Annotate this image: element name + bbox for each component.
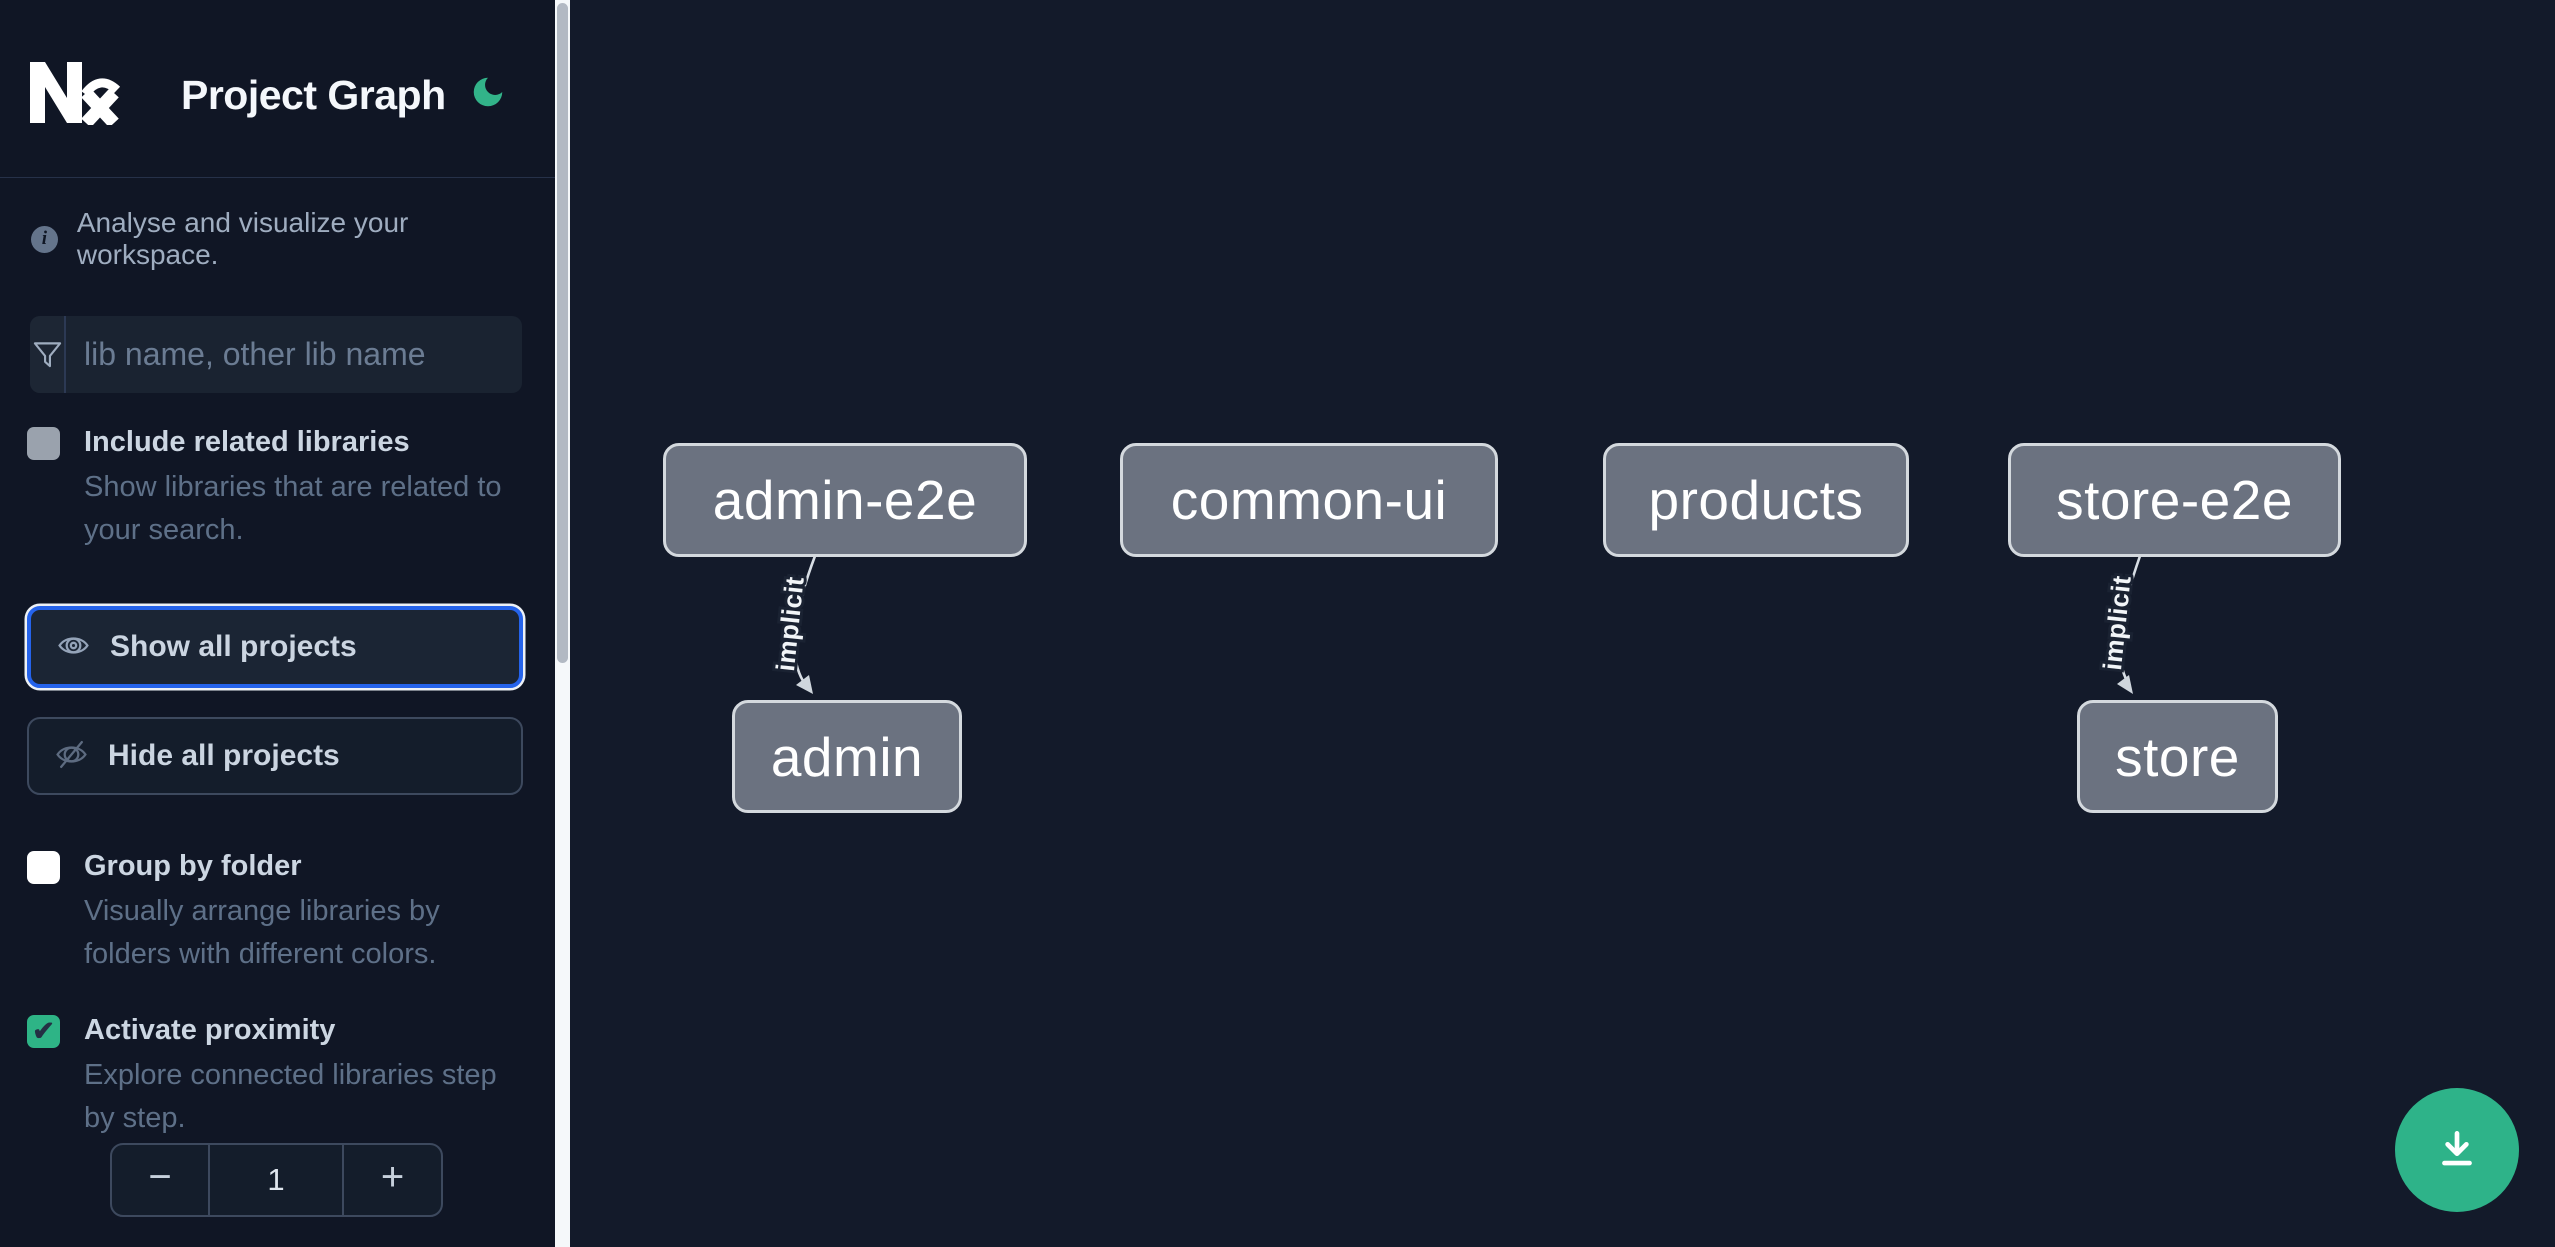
proximity-depth-value: 1	[208, 1145, 344, 1215]
sidebar: Project Graph i Analyse and visualize yo…	[0, 0, 555, 1247]
show-all-projects-button[interactable]: Show all projects	[27, 606, 523, 688]
hide-all-projects-button[interactable]: Hide all projects	[27, 717, 523, 795]
proximity-increment-button[interactable]: +	[344, 1145, 441, 1215]
activate-proximity-toggle: ✔ Activate proximity Explore connected l…	[27, 1012, 529, 1140]
graph-node-store[interactable]: store	[2077, 700, 2278, 813]
proximity-decrement-button[interactable]: −	[112, 1145, 208, 1215]
sidebar-scrollbar-thumb[interactable]	[557, 3, 568, 663]
theme-toggle-moon-icon[interactable]	[468, 72, 508, 114]
tagline-text: Analyse and visualize your workspace.	[76, 207, 409, 270]
include-related-description: Show libraries that are related to your …	[84, 471, 502, 546]
sidebar-header: Project Graph	[0, 0, 555, 178]
activate-proximity-description: Explore connected libraries step by step…	[84, 1059, 497, 1134]
edge-label: implicit	[770, 575, 810, 673]
group-by-folder-description: Visually arrange libraries by folders wi…	[84, 895, 440, 970]
graph-node-common-ui[interactable]: common-ui	[1120, 443, 1498, 557]
info-icon: i	[31, 225, 58, 253]
graph-edges: implicit implicit	[767, 555, 2142, 694]
graph-node-store-e2e[interactable]: store-e2e	[2008, 443, 2341, 557]
edge-store-e2e-to-store: implicit	[2094, 555, 2142, 694]
include-related-label: Include related libraries	[84, 426, 410, 458]
page-title: Project Graph	[181, 72, 446, 118]
include-related-toggle: Include related libraries Show libraries…	[27, 424, 524, 552]
group-by-folder-label: Group by folder	[84, 850, 302, 882]
filter-input[interactable]	[66, 316, 522, 393]
hide-all-projects-label: Hide all projects	[108, 739, 340, 772]
group-by-folder-checkbox[interactable]	[27, 851, 60, 884]
show-all-projects-label: Show all projects	[110, 630, 357, 663]
include-related-checkbox[interactable]	[27, 427, 60, 460]
filter-searchbox	[30, 316, 522, 393]
eye-off-icon	[55, 738, 88, 774]
eye-icon	[57, 629, 90, 665]
edge-admin-e2e-to-admin: implicit	[767, 555, 817, 694]
funnel-filter-icon	[30, 316, 66, 393]
download-image-button[interactable]	[2395, 1088, 2519, 1212]
edge-label: implicit	[2097, 574, 2137, 672]
graph-node-products[interactable]: products	[1603, 443, 1909, 557]
download-icon	[2432, 1124, 2482, 1177]
activate-proximity-label: Activate proximity	[84, 1014, 336, 1046]
graph-node-admin[interactable]: admin	[732, 700, 962, 813]
graph-node-admin-e2e[interactable]: admin-e2e	[663, 443, 1027, 557]
workspace-tagline: i Analyse and visualize your workspace.	[31, 207, 555, 271]
activate-proximity-checkbox[interactable]: ✔	[27, 1015, 60, 1048]
group-by-folder-toggle: Group by folder Visually arrange librari…	[27, 848, 484, 976]
nx-logo-icon	[28, 60, 125, 128]
proximity-depth-stepper: − 1 +	[110, 1143, 443, 1217]
graph-canvas[interactable]: implicit implicit admin-e2e common-ui pr…	[570, 0, 2555, 1247]
